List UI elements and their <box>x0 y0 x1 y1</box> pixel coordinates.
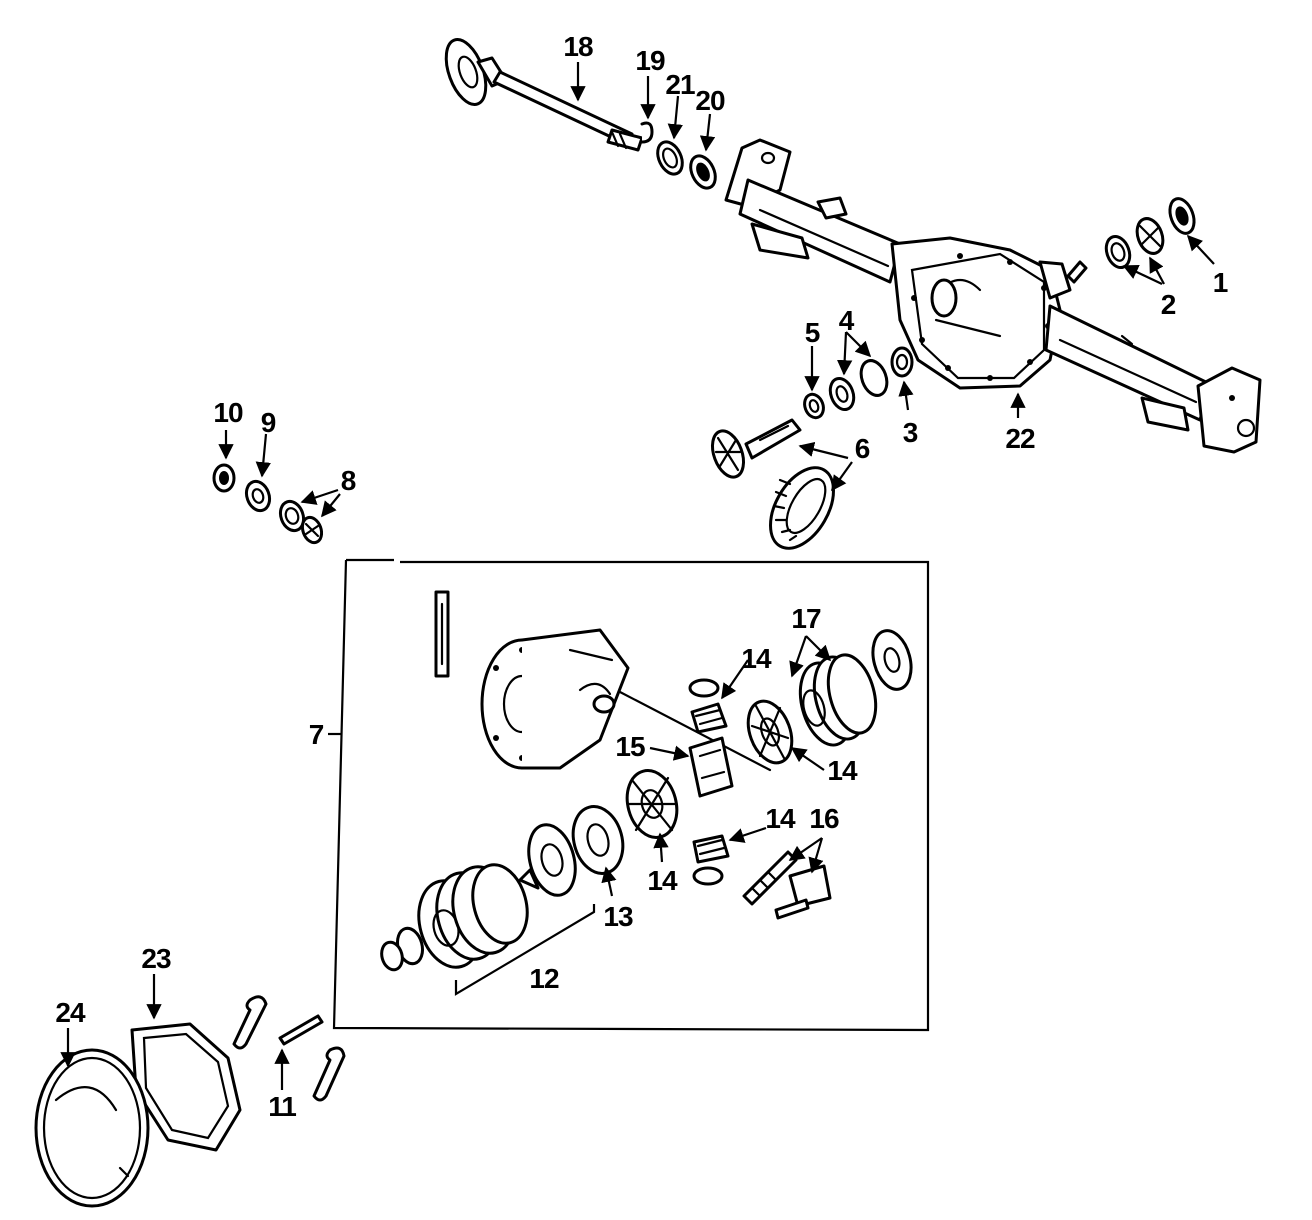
callout-23: 23 <box>141 943 171 974</box>
cross-shaft-clip-lower[interactable] <box>312 1046 346 1102</box>
axle-bearing[interactable] <box>653 138 687 178</box>
callout-1: 1 <box>1213 267 1228 298</box>
callout-22: 22 <box>1005 423 1035 454</box>
callout-3: 3 <box>903 417 918 448</box>
callout-5: 5 <box>805 317 820 348</box>
differential-case[interactable] <box>480 628 772 772</box>
pinion-washer[interactable] <box>243 478 274 514</box>
cross-shaft-pin[interactable] <box>278 1014 324 1046</box>
preload-spring-block[interactable] <box>774 864 832 920</box>
thrust-washer-right[interactable] <box>867 626 917 693</box>
pinion-gear-top[interactable] <box>688 678 728 734</box>
callout-9: 9 <box>261 407 276 438</box>
pinion-seal[interactable] <box>1166 195 1199 236</box>
differential-assembly-box <box>332 558 930 1032</box>
callout-6: 6 <box>855 433 870 464</box>
leader-lines <box>60 62 1215 1090</box>
callout-19: 19 <box>635 45 665 76</box>
pinion-race-inner[interactable] <box>890 346 914 378</box>
axle-seal[interactable] <box>686 152 720 192</box>
callout-24: 24 <box>55 997 86 1028</box>
ring-and-pinion[interactable] <box>707 418 847 559</box>
differential-cover[interactable] <box>34 1048 150 1208</box>
differential-key[interactable] <box>434 590 450 678</box>
clutch-pack-right[interactable] <box>792 650 884 751</box>
callout-13: 13 <box>603 901 633 932</box>
axle-lock-clip[interactable] <box>640 121 654 144</box>
callout-4: 4 <box>839 305 855 336</box>
callout-8: 8 <box>341 465 356 496</box>
pinion-gear-bottom[interactable] <box>692 834 730 886</box>
callout-14-right: 14 <box>827 755 858 786</box>
cross-shaft-block[interactable] <box>688 736 734 798</box>
cross-shaft-clip-upper[interactable] <box>232 995 268 1050</box>
callout-14-mid: 14 <box>765 803 796 834</box>
pinion-bearing-set[interactable] <box>277 498 325 545</box>
callout-10: 10 <box>213 397 243 428</box>
pinion-race-outer[interactable] <box>1102 233 1134 271</box>
axle-housing[interactable] <box>724 138 1262 454</box>
clutch-pack-left[interactable] <box>379 820 583 975</box>
callout-16: 16 <box>809 803 839 834</box>
callout-labels: 1 2 3 4 5 6 7 8 9 10 11 12 13 14 14 14 1… <box>55 31 1228 1122</box>
pinion-bearing-inner[interactable] <box>826 357 891 413</box>
callout-17: 17 <box>791 603 821 634</box>
callout-12: 12 <box>529 963 559 994</box>
callout-11: 11 <box>268 1091 296 1122</box>
callout-14-bottom: 14 <box>647 865 678 896</box>
axle-shaft[interactable] <box>438 34 644 152</box>
callout-20: 20 <box>695 85 725 116</box>
callout-18: 18 <box>563 31 593 62</box>
side-gear-left[interactable] <box>620 765 684 843</box>
pinion-nut[interactable] <box>212 463 236 493</box>
callout-21: 21 <box>665 69 695 100</box>
pinion-shim[interactable] <box>801 392 826 421</box>
callout-2: 2 <box>1161 289 1176 320</box>
callout-15: 15 <box>615 731 645 762</box>
preload-spring-bolt[interactable] <box>742 850 798 906</box>
callout-7: 7 <box>309 719 324 750</box>
callout-14-top: 14 <box>741 643 772 674</box>
pinion-bearing-outer[interactable] <box>1133 215 1168 257</box>
side-gear-right[interactable] <box>740 695 799 769</box>
